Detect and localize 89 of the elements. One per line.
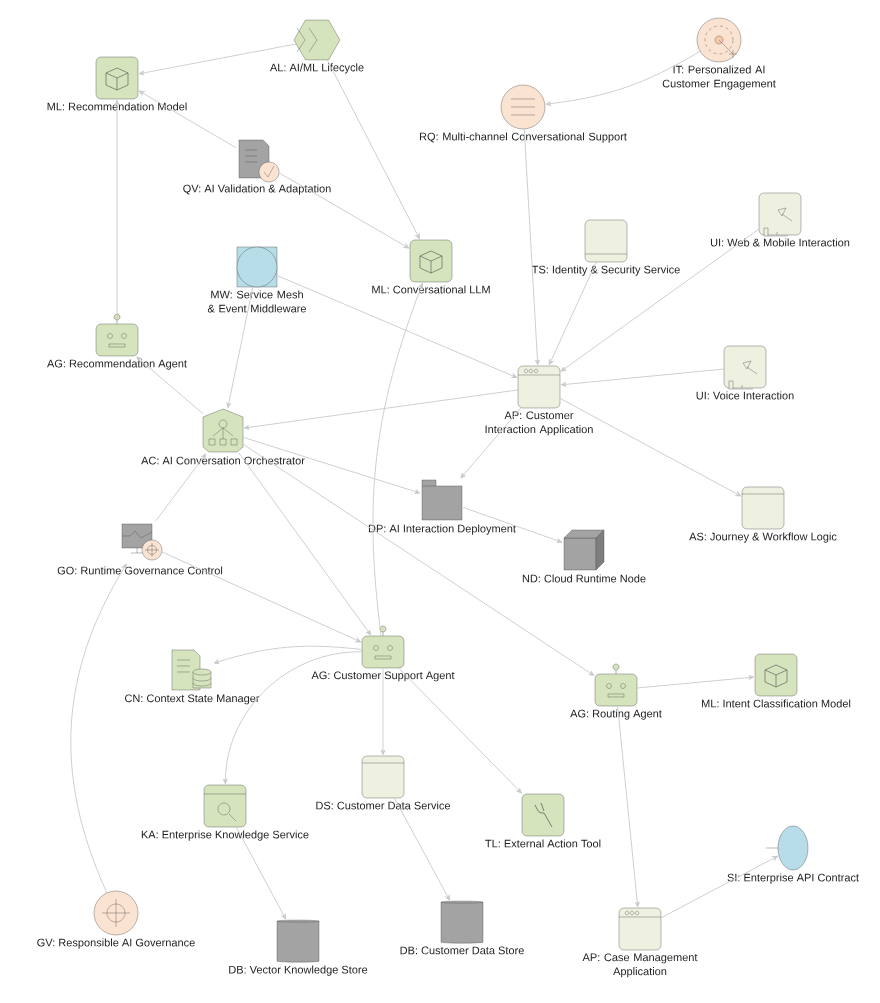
monitor-node: GO: Runtime Governance Control: [57, 523, 223, 575]
arrow: [243, 389, 519, 430]
arrow: [380, 667, 386, 756]
orchestrator-node: AC: AI Conversation Orchestrator: [141, 408, 305, 465]
goal-node: IT: Personalized AI Customer Engagement: [662, 17, 776, 90]
interface-node: UI: Voice Interaction: [696, 345, 794, 400]
node-label: IT: Personalized AI Customer Engagement: [662, 65, 776, 90]
node-label: AC: AI Conversation Orchestrator: [141, 456, 305, 465]
node-label: UI: Voice Interaction: [696, 391, 794, 400]
model-node: ML: Recommendation Model: [47, 56, 187, 111]
node-label: MW: Service Mesh & Event Middleware: [207, 290, 307, 313]
arrow: [372, 282, 424, 637]
node-label: RQ: Multi-channel Conversational Support: [419, 132, 627, 143]
requirement-node: RQ: Multi-channel Conversational Support: [420, 84, 627, 143]
arrow: [242, 436, 421, 494]
node-label: ML: Conversational LLM: [372, 285, 490, 294]
arrow: [138, 90, 237, 149]
arrow: [560, 368, 725, 387]
arrow: [235, 826, 287, 920]
arrow: [617, 705, 640, 908]
node-label: ND: Cloud Runtime Node: [522, 574, 646, 583]
search-service-node: KA: Enterprise Knowledge Service: [141, 784, 309, 841]
node-label: TS: Identity & Security Service: [531, 265, 680, 276]
arrow: [326, 59, 420, 240]
arrow: [242, 443, 595, 676]
node-label: TL: External Action Tool: [485, 839, 601, 848]
node-label: AG: Recommendation Agent: [47, 359, 187, 370]
agent-node: AG: Recommendation Agent: [47, 313, 187, 370]
node-label: AS: Journey & Workflow Logic: [689, 532, 837, 543]
arrow: [114, 99, 120, 325]
node-label: GO: Runtime Governance Control: [57, 566, 223, 575]
arrow: [462, 507, 563, 543]
node-label: ML: Intent Classification Model: [702, 699, 851, 708]
folder-node: DP: AI Interaction Deployment: [368, 479, 516, 535]
node-label: AG: Customer Support Agent: [311, 671, 455, 682]
node-label: KA: Enterprise Knowledge Service: [141, 830, 309, 841]
arrow: [636, 675, 755, 689]
agent-node: AG: Routing Agent: [570, 663, 662, 720]
lifecycle-node: AL: AI/ML Lifecycle: [269, 19, 364, 74]
node-label: QV: AI Validation & Adaptation: [183, 184, 331, 195]
arrow: [660, 855, 779, 919]
arrow: [398, 667, 522, 794]
arrow: [548, 261, 597, 366]
arrow: [160, 551, 362, 643]
arrow: [226, 286, 254, 409]
node-label: DP: AI Interaction Deployment: [368, 524, 516, 535]
node-label: DS: Customer Data Service: [316, 801, 451, 810]
arrow: [155, 453, 207, 522]
service-node: TS: Identity & Security Service: [532, 219, 680, 276]
application-node: AP: Customer Interaction Application: [485, 365, 593, 436]
state-manager-node: CN: Context State Manager: [125, 649, 260, 705]
arrow: [460, 407, 522, 479]
node-label: AP: Case Management Application: [582, 953, 698, 978]
database-node: DB: Customer Data Store: [400, 900, 524, 955]
cube-node: ND: Cloud Runtime Node: [522, 529, 646, 583]
arrow: [238, 452, 372, 636]
node-label: GV: Responsible AI Governance: [37, 938, 195, 949]
arrow: [70, 563, 127, 894]
node-label: AG: Routing Agent: [570, 709, 662, 720]
arrow: [138, 43, 297, 76]
interface-node: UI: Web & Mobile Interaction: [710, 192, 850, 247]
arrow: [136, 356, 204, 415]
arrow: [523, 128, 540, 366]
service-node: DS: Customer Data Service: [316, 755, 451, 810]
document-node: QV: AI Validation & Adaptation: [183, 139, 331, 195]
model-node: ML: Conversational LLM: [372, 239, 490, 294]
node-label: ML: Recommendation Model: [47, 102, 187, 111]
arrow: [394, 797, 451, 901]
application-node: AP: Case Management Application: [582, 907, 698, 978]
node-label: CN: Context State Manager: [125, 694, 260, 705]
tool-node: TL: External Action Tool: [485, 793, 601, 848]
node-label: AL: AI/ML Lifecycle: [269, 63, 364, 74]
arrow: [560, 228, 760, 372]
service-node: AS: Journey & Workflow Logic: [689, 486, 837, 543]
middleware-node: MW: Service Mesh & Event Middleware: [207, 246, 306, 313]
model-node: ML: Intent Classification Model: [702, 653, 851, 708]
node-label: SI: Enterprise API Contract: [727, 873, 859, 884]
arrow: [276, 275, 518, 378]
node-label: UI: Web & Mobile Interaction: [710, 238, 850, 247]
arrow: [213, 645, 363, 664]
database-node: DB: Vector Knowledge Store: [229, 919, 368, 976]
node-label: AP: Customer Interaction Application: [485, 411, 593, 436]
principle-node: GV: Responsible AI Governance: [37, 890, 195, 949]
arrow: [222, 651, 363, 785]
agent-node: AG: Customer Support Agent: [311, 625, 455, 682]
arrow: [277, 171, 410, 249]
interface-node: SI: Enterprise API Contract: [727, 825, 859, 884]
arrow: [545, 50, 701, 107]
arrow: [559, 398, 742, 497]
